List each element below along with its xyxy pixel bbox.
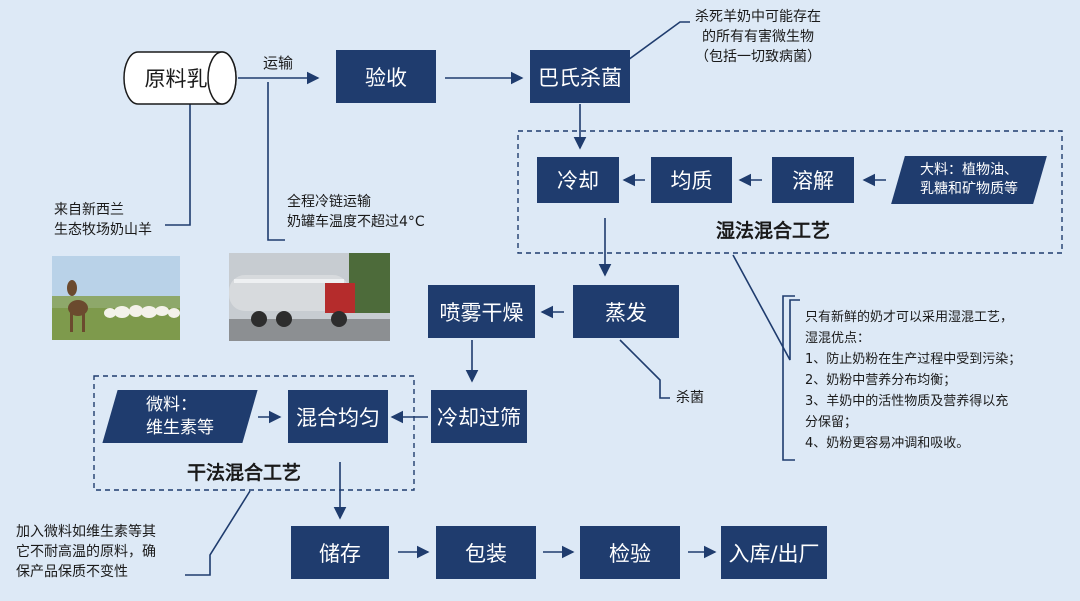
raw-milk-tank-icon xyxy=(123,51,237,105)
spray-drying-box: 喷雾干燥 xyxy=(428,285,535,338)
goats-photo xyxy=(52,256,180,340)
callout-wet-adv xyxy=(732,254,800,361)
callout-dry xyxy=(185,490,251,576)
transport-label: 运输 xyxy=(263,54,294,72)
wet-process-dashed-box xyxy=(517,130,1063,254)
sterilization-note: 杀菌 xyxy=(676,390,704,406)
wet-process-label: 湿法混合工艺 xyxy=(716,220,831,242)
major-ingredients-text: 大料：植物油、 乳糖和矿物质等 xyxy=(920,162,1018,197)
major-ingredients-shape: 大料：植物油、 乳糖和矿物质等 xyxy=(891,156,1047,204)
callout-origin xyxy=(165,99,191,226)
homogenization-box: 均质 xyxy=(651,157,732,203)
bracket-wet-notes xyxy=(782,295,795,461)
tanker-truck-photo xyxy=(229,253,390,341)
cooling-sieving-box: 冷却过筛 xyxy=(431,390,527,443)
minor-ingredients-text: 微料： 维生素等 xyxy=(146,394,214,438)
dissolving-box: 溶解 xyxy=(772,157,854,203)
evaporation-box: 蒸发 xyxy=(573,285,679,338)
testing-box: 检验 xyxy=(580,526,680,579)
dry-process-label: 干法混合工艺 xyxy=(187,462,302,484)
callout-sterilization xyxy=(619,339,670,399)
storage-box: 储存 xyxy=(291,526,389,579)
minor-ingredients-shape: 微料： 维生素等 xyxy=(102,390,258,443)
warehouse-box: 入库/出厂 xyxy=(721,526,827,579)
inspection-box: 验收 xyxy=(336,50,436,103)
cooling-box: 冷却 xyxy=(537,157,619,203)
callout-pasteurization xyxy=(627,21,690,61)
origin-note: 来自新西兰 生态牧场奶山羊 xyxy=(54,202,152,238)
pasteurization-note: 杀死羊奶中可能存在 的所有有害微生物 （包括一切致病菌） xyxy=(695,9,821,65)
mixing-box: 混合均匀 xyxy=(288,390,388,443)
raw-milk-label: 原料乳 xyxy=(144,67,208,91)
dry-process-dashed-box xyxy=(93,375,415,491)
pasteurization-box: 巴氏杀菌 xyxy=(530,50,630,103)
wet-advantages-note: 只有新鲜的奶才可以采用湿混工艺， 湿混优点： 1、防止奶粉在生产过程中受到污染；… xyxy=(805,310,1022,451)
packaging-box: 包装 xyxy=(436,526,536,579)
callout-cold-chain xyxy=(267,82,285,241)
cold-chain-note: 全程冷链运输 奶罐车温度不超过4°C xyxy=(287,194,425,230)
dry-process-note: 加入微料如维生素等其 它不耐高温的原料，确 保产品保质不变性 xyxy=(16,524,156,580)
